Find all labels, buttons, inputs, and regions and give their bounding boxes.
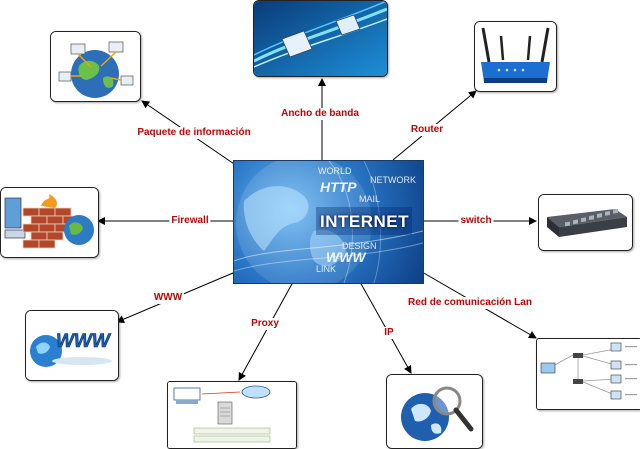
data-stream-icon xyxy=(253,0,388,77)
router-icon xyxy=(474,21,557,92)
switch-icon xyxy=(538,194,633,251)
svg-text:WWW: WWW xyxy=(56,331,112,352)
globe-icon xyxy=(234,161,423,283)
www-icon: WWW xyxy=(25,310,119,381)
hub-text-mail: MAIL xyxy=(359,194,381,204)
proxy-diagram-icon xyxy=(167,381,297,449)
label-firewall: Firewall xyxy=(169,215,211,227)
hub-text-http: HTTP xyxy=(320,179,357,195)
hub-text-www: WWW xyxy=(326,249,366,265)
label-switch: switch xyxy=(458,215,494,227)
internet-hub: WORLD HTTP NETWORK MAIL INTERNET DESIGN … xyxy=(233,160,424,284)
label-www: WWW xyxy=(151,292,185,304)
hub-title: INTERNET xyxy=(320,212,409,231)
label-ip: IP xyxy=(382,327,396,339)
label-paquete: Paquete de información xyxy=(135,127,253,139)
hub-text-design: DESIGN xyxy=(342,241,377,251)
label-router: Router xyxy=(408,124,446,136)
lan-diagram-icon xyxy=(536,338,640,410)
globe-network-icon xyxy=(50,31,141,102)
hub-text-world: WORLD xyxy=(318,166,352,176)
label-proxy: Proxy xyxy=(249,318,281,330)
hub-text-link: LINK xyxy=(316,264,337,274)
hub-text-network: NETWORK xyxy=(370,175,416,185)
label-ancho: Ancho de banda xyxy=(279,108,361,120)
label-lan: Red de comunicación Lan xyxy=(406,297,534,309)
magnifier-globe-icon xyxy=(386,374,483,449)
arrow-proxy xyxy=(238,281,294,381)
firewall-icon xyxy=(0,187,99,258)
